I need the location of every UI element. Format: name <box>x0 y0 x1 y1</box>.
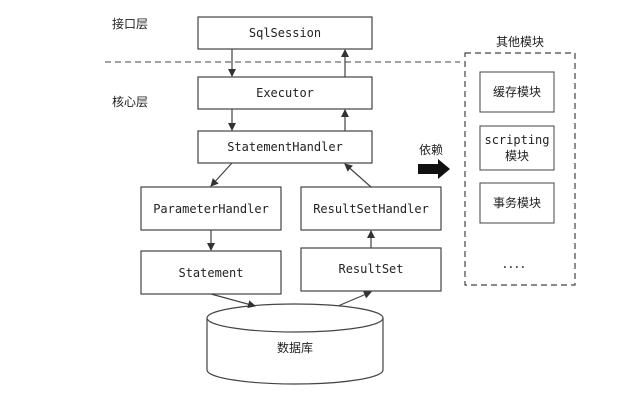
core-layer-label: 核心层 <box>112 95 148 109</box>
sqlsession-label: SqlSession <box>249 26 321 40</box>
parameter-handler-label: ParameterHandler <box>153 202 269 216</box>
more-modules-ellipsis: ．．．． <box>502 257 532 271</box>
resultset-handler-label: ResultSetHandler <box>313 202 429 216</box>
cache-module-box <box>479 71 555 113</box>
resultset-label: ResultSet <box>338 262 403 276</box>
statement-handler-box <box>197 130 373 164</box>
database-label: 数据库 <box>277 340 313 355</box>
arrow-database-to-resultset <box>337 291 372 307</box>
transaction-module-label: 事务模块 <box>493 195 541 210</box>
scripting-module-label: scripting <box>484 133 549 147</box>
arrow-statement-handler-to-parameter-handler <box>210 162 233 187</box>
scripting-module-sublabel: 模块 <box>505 149 529 163</box>
executor-box <box>197 76 373 110</box>
sqlsession-box <box>197 16 373 50</box>
scripting-module-box <box>479 125 555 171</box>
statement-label: Statement <box>178 266 243 280</box>
other-modules-title: 其他模块 <box>496 35 544 49</box>
arrow-statement-to-database <box>210 293 256 309</box>
depends-label: 依赖 <box>419 142 443 157</box>
interface-layer-label: 接口层 <box>112 16 148 31</box>
executor-label: Executor <box>256 86 314 100</box>
arrow-resultset-handler-to-statement-handler <box>344 163 372 188</box>
cache-module-label: 缓存模块 <box>493 85 541 99</box>
depends-arrow <box>418 159 450 179</box>
transaction-module-box <box>479 182 555 224</box>
database-cylinder <box>206 303 384 385</box>
resultset-box <box>300 247 442 292</box>
other-modules-frame <box>464 52 576 286</box>
statement-handler-label: StatementHandler <box>227 140 343 154</box>
